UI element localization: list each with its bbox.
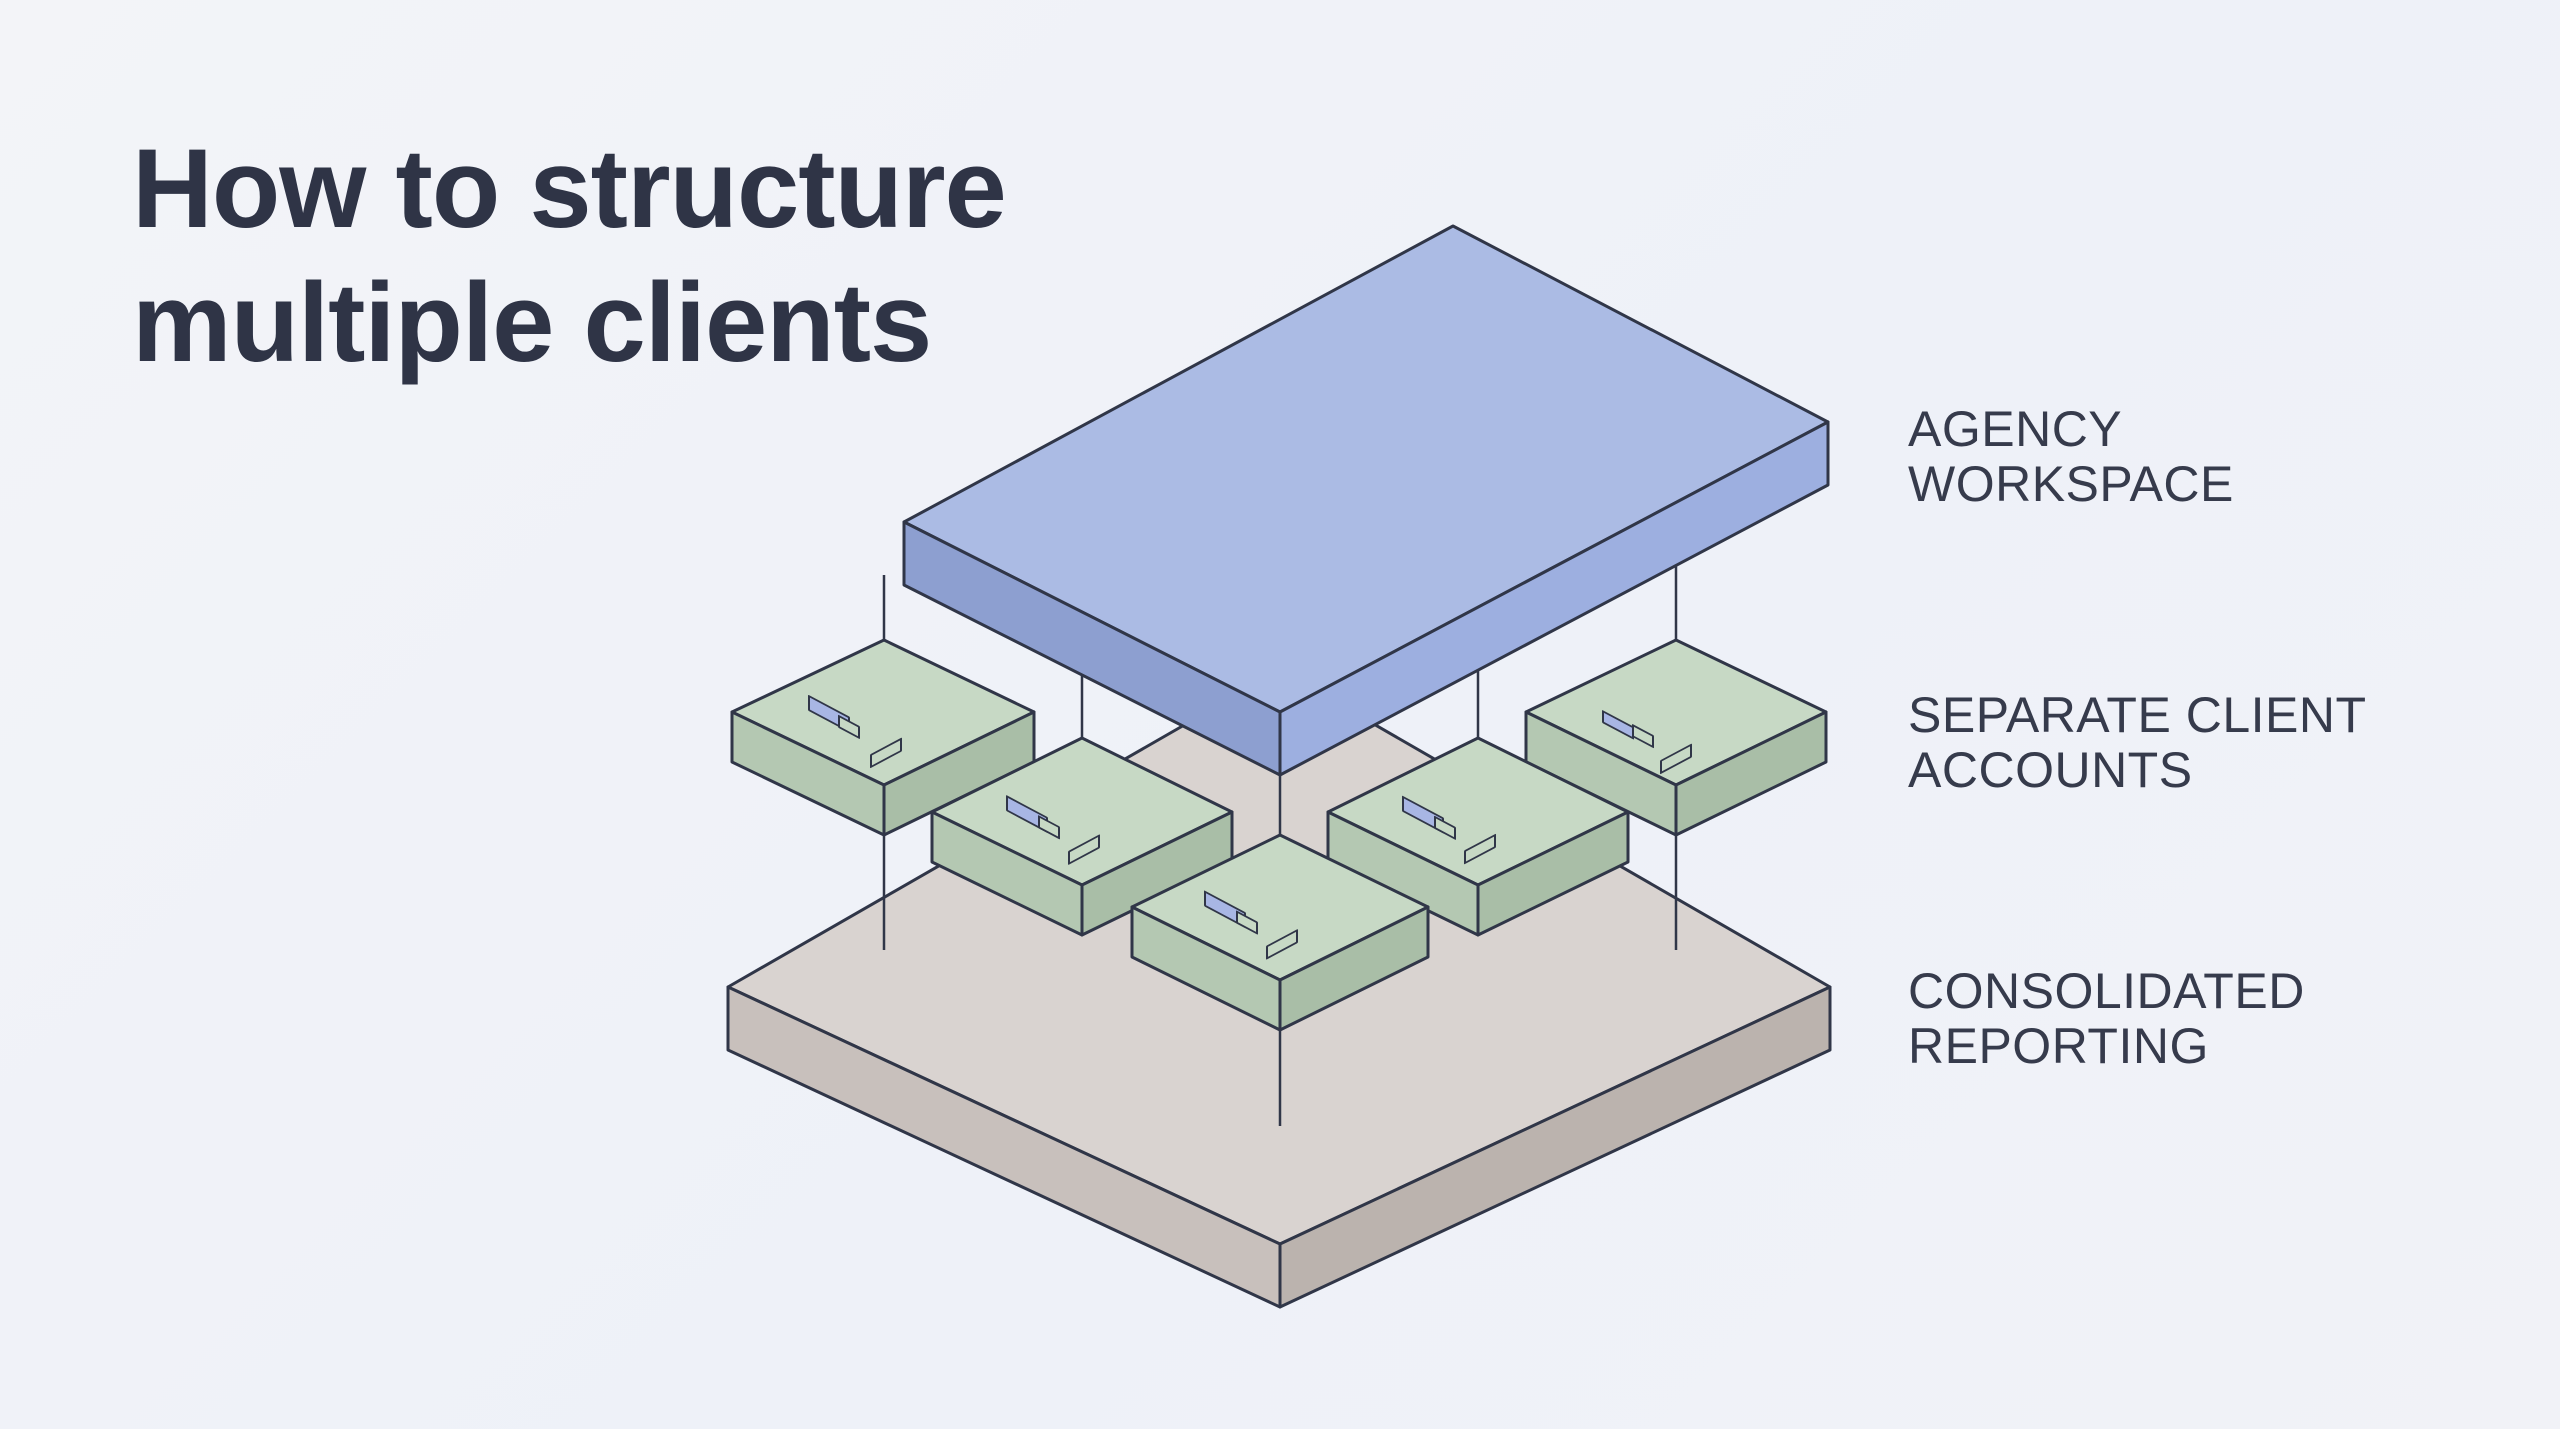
page-title: How to structure multiple clients — [132, 122, 1007, 390]
label-reporting-line-2: REPORTING — [1908, 1018, 2209, 1074]
chart-bar-icon — [1236, 910, 1258, 935]
label-agency-line-1: AGENCY — [1908, 401, 2123, 457]
chart-bar-icon — [838, 714, 860, 739]
label-agency-line-2: WORKSPACE — [1908, 456, 2234, 512]
client-account-box-center-right — [1326, 736, 1630, 937]
title-line-1: How to structure — [132, 126, 1007, 251]
client-account-box-left — [730, 638, 1036, 837]
label-reporting-line-1: CONSOLIDATED — [1908, 963, 2305, 1019]
chart-bar-icon — [1068, 834, 1100, 865]
chart-bar-icon — [1038, 815, 1060, 840]
reporting-layer-right-side — [1278, 985, 1832, 1309]
agency-layer-right-side — [1278, 420, 1830, 777]
label-agency-workspace: AGENCY WORKSPACE — [1908, 402, 2234, 512]
label-consolidated-reporting: CONSOLIDATED REPORTING — [1908, 964, 2305, 1074]
chart-bar-icon — [1464, 833, 1496, 865]
reporting-connectors — [882, 830, 1678, 1126]
chart-bar-icon — [1434, 815, 1456, 840]
chart-bar-icon — [1266, 929, 1298, 960]
chart-bar-icon — [1660, 743, 1692, 774]
client-account-box-center-left — [930, 736, 1234, 937]
chart-bar-icon — [1632, 724, 1654, 749]
client-account-box-right-top — [1524, 638, 1828, 837]
agency-workspace-layer — [902, 224, 1830, 777]
label-separate-client-accounts: SEPARATE CLIENT ACCOUNTS — [1908, 688, 2367, 798]
label-clients-line-1: SEPARATE CLIENT — [1908, 687, 2367, 743]
chart-bar-icon — [870, 737, 902, 769]
title-line-2: multiple clients — [132, 260, 932, 385]
client-account-box-front — [1130, 833, 1430, 1032]
label-clients-line-2: ACCOUNTS — [1908, 742, 2193, 798]
agency-connectors — [882, 566, 1678, 835]
